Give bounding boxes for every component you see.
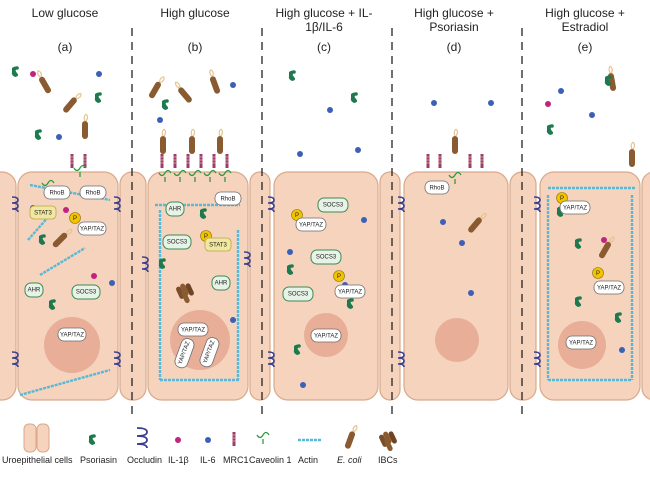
yaptaz-box: YAP/TAZ xyxy=(295,217,327,232)
panel-b-label: (b) xyxy=(187,40,203,54)
yaptaz-label: YAP/TAZ xyxy=(181,328,205,334)
legend-il1b-label: IL-1β xyxy=(168,455,189,465)
yaptaz-box: YAP/TAZ xyxy=(77,221,107,236)
yaptaz-box: YAP/TAZ xyxy=(334,284,366,299)
panel-a-title: Low glucose xyxy=(31,6,99,20)
rhob-label: RhoB xyxy=(429,186,444,192)
ahr-box: AHR xyxy=(211,275,231,291)
yaptaz-box: YAP/TAZ xyxy=(565,335,597,350)
phospho-label: P xyxy=(337,274,341,280)
phospho-label: P xyxy=(596,271,600,277)
ahr-label: AHR xyxy=(169,207,182,213)
legend-caveolin-label: Caveolin 1 xyxy=(249,455,292,465)
phospho-marker: P xyxy=(69,212,81,224)
panel-e-label: (e) xyxy=(577,40,593,54)
socs3-label: SOCS3 xyxy=(167,240,188,246)
protein-boxes: RhoB RhoB STAT3 P YAP/TAZ AHR SOCS3 YAP xyxy=(24,180,625,369)
legend-uroepithelial-icon xyxy=(23,423,50,453)
legend-mrc1-icon xyxy=(231,431,237,447)
panel-e-title: High glucose + Estradiol xyxy=(545,6,625,34)
legend-ibcs-label: IBCs xyxy=(378,455,398,465)
yaptaz-box: YAP/TAZ xyxy=(177,322,209,337)
rhob-box: RhoB xyxy=(43,185,71,200)
legend-symbols xyxy=(23,423,398,453)
yaptaz-label: YAP/TAZ xyxy=(80,227,104,233)
socs3-box: SOCS3 xyxy=(282,286,314,302)
phospho-label: P xyxy=(73,216,77,222)
yaptaz-label: YAP/TAZ xyxy=(314,334,338,340)
yaptaz-box: YAP/TAZ xyxy=(310,328,342,343)
yaptaz-box: YAP/TAZ xyxy=(559,200,591,215)
socs3-label: SOCS3 xyxy=(323,203,344,209)
ahr-box: AHR xyxy=(165,201,185,217)
socs3-box: SOCS3 xyxy=(317,197,349,213)
rhob-label: RhoB xyxy=(85,191,100,197)
stat3-label: STAT3 xyxy=(209,243,227,249)
stat3-box: STAT3 xyxy=(204,237,232,252)
socs3-label: SOCS3 xyxy=(288,292,309,298)
rhob-box: RhoB xyxy=(424,180,450,195)
legend-occludin-label: Occludin xyxy=(127,455,163,465)
socs3-box: SOCS3 xyxy=(310,249,342,265)
rhob-label: RhoB xyxy=(49,191,64,197)
legend-uroepithelial-label: Uroepithelial cells xyxy=(2,455,73,465)
yaptaz-label: YAP/TAZ xyxy=(299,223,323,229)
rhob-label: RhoB xyxy=(220,197,235,203)
legend-occludin-icon xyxy=(136,427,148,449)
ahr-box: AHR xyxy=(24,282,44,298)
yaptaz-label: YAP/TAZ xyxy=(597,286,621,292)
socs3-box: SOCS3 xyxy=(162,234,192,250)
legend-il6-icon xyxy=(205,437,211,443)
legend-mrc1-label: MRC1 xyxy=(223,455,249,465)
panel-d-label: (d) xyxy=(446,40,462,54)
yaptaz-label: YAP/TAZ xyxy=(563,206,587,212)
yaptaz-label: YAP/TAZ xyxy=(569,341,593,347)
panel-a-label: (a) xyxy=(57,40,73,54)
stat3-box: STAT3 xyxy=(29,205,57,220)
stat3-label: STAT3 xyxy=(34,211,52,217)
legend-ibc-icon xyxy=(378,430,398,452)
phospho-label: P xyxy=(295,213,299,219)
rhob-box: RhoB xyxy=(79,185,107,200)
socs3-box: SOCS3 xyxy=(71,284,101,300)
phospho-label: P xyxy=(204,234,208,240)
ahr-label: AHR xyxy=(215,281,228,287)
yaptaz-box: YAP/TAZ xyxy=(199,337,220,368)
rhob-box: RhoB xyxy=(214,191,242,206)
phospho-label: P xyxy=(560,196,564,202)
legend-psoriasin-icon xyxy=(88,434,96,445)
legend-psoriasin-label: Psoriasin xyxy=(80,455,118,465)
legend-actin-label: Actin xyxy=(298,455,319,465)
panel-c-label: (c) xyxy=(317,40,331,54)
yaptaz-box: YAP/TAZ xyxy=(593,280,625,295)
panel-c-title: High glucose + IL-1β/IL-6 xyxy=(275,6,373,34)
ahr-label: AHR xyxy=(28,288,41,294)
legend-il6-label: IL-6 xyxy=(200,455,216,465)
panel-d-title: High glucose + Psoriasin xyxy=(414,6,494,34)
socs3-label: SOCS3 xyxy=(76,290,97,296)
yaptaz-label: YAP/TAZ xyxy=(60,333,84,339)
yaptaz-box: YAP/TAZ xyxy=(174,338,195,369)
yaptaz-box: YAP/TAZ xyxy=(57,327,87,342)
legend-ecoli-label: E. coli xyxy=(337,455,362,465)
socs3-label: SOCS3 xyxy=(316,255,337,261)
panel-b-title: High glucose xyxy=(160,6,230,20)
phospho-marker: P xyxy=(592,267,604,279)
legend-ecoli-icon xyxy=(343,423,359,451)
panel-separators xyxy=(131,28,523,420)
yaptaz-label: YAP/TAZ xyxy=(338,290,362,296)
il1b-molecules xyxy=(30,71,607,279)
legend-il1b-icon xyxy=(175,437,181,443)
phospho-marker: P xyxy=(333,270,345,282)
legend-caveolin-icon xyxy=(256,431,270,445)
